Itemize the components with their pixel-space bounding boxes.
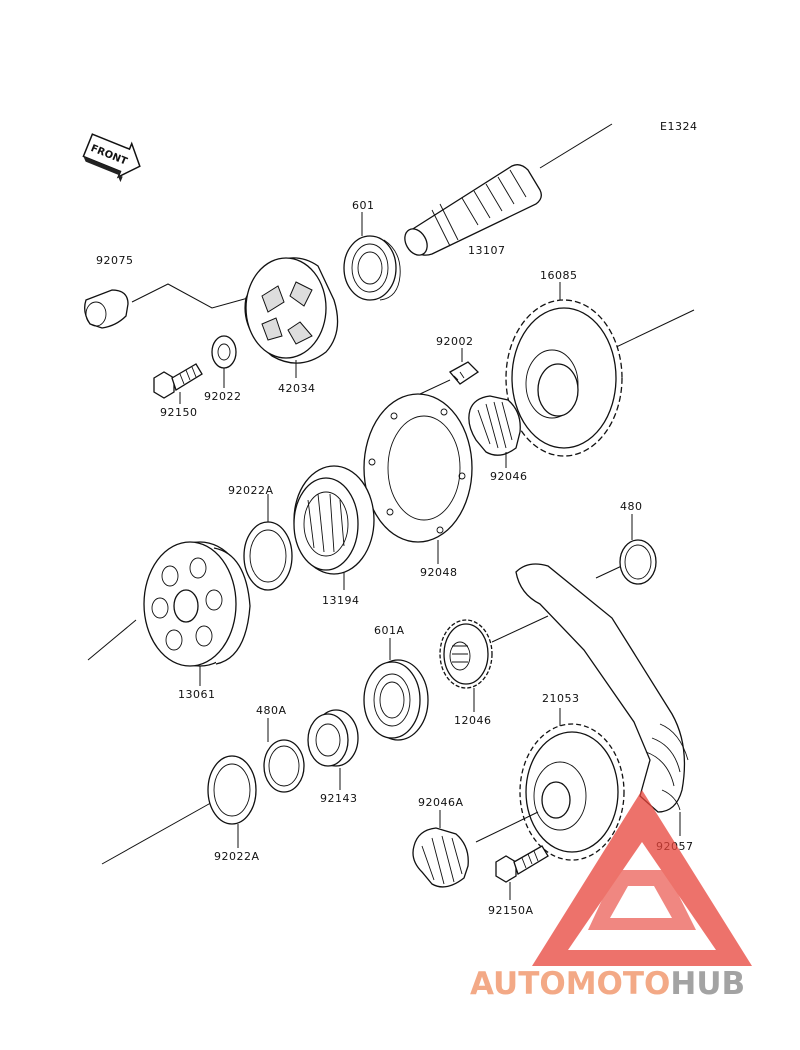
label-42034: 42034 — [278, 382, 316, 395]
label-92075: 92075 — [96, 254, 134, 267]
label-92022a-top: 92022A — [228, 484, 274, 497]
shaft-13107 — [404, 123, 613, 256]
label-92150a: 92150A — [488, 904, 534, 917]
washer-92022 — [211, 335, 237, 388]
label-13107: 13107 — [468, 244, 506, 257]
watermark-text: AUTOMOTOHUB — [470, 966, 745, 1002]
needle-bearing-92046a — [412, 810, 469, 888]
one-way-clutch-13194 — [293, 465, 375, 590]
label-12046: 12046 — [454, 714, 492, 727]
collar-92143 — [307, 709, 359, 790]
watermark-part2: HUB — [670, 966, 745, 1002]
label-21053: 21053 — [542, 692, 580, 705]
diagram-code: E1324 — [660, 120, 697, 133]
label-13061: 13061 — [178, 688, 216, 701]
label-92143: 92143 — [320, 792, 358, 805]
label-92046: 92046 — [490, 470, 528, 483]
label-13194: 13194 — [322, 594, 360, 607]
label-92002: 92002 — [436, 335, 474, 348]
washer-92022a-top — [243, 494, 293, 591]
bolt-92150a — [495, 845, 549, 900]
label-92022a-bottom: 92022A — [214, 850, 260, 863]
label-480: 480 — [620, 500, 643, 513]
watermark-logo-icon — [532, 790, 752, 966]
key-92075 — [84, 283, 249, 329]
plate-92048 — [363, 393, 473, 564]
label-601a: 601A — [374, 624, 405, 637]
needle-bearing-92046 — [468, 395, 521, 468]
bearing-601a — [363, 638, 429, 741]
circlip-480a — [263, 718, 305, 793]
label-601: 601 — [352, 199, 375, 212]
chain-92057 — [515, 563, 689, 836]
label-92048: 92048 — [420, 566, 458, 579]
bearing-601 — [343, 212, 401, 301]
watermark-part1: AUTOMOTO — [470, 966, 670, 1002]
label-16085: 16085 — [540, 269, 578, 282]
label-92022: 92022 — [204, 390, 242, 403]
front-arrow-icon: FRONT — [82, 133, 141, 183]
label-92046a: 92046A — [418, 796, 464, 809]
gear-16085 — [505, 282, 695, 457]
washer-92022a-bottom — [101, 755, 257, 865]
sprocket-12046 — [439, 615, 549, 712]
bolt-92150 — [153, 363, 203, 404]
clutch-gear-42034 — [244, 257, 339, 378]
circlip-480 — [595, 514, 657, 585]
screw-92002 — [419, 348, 480, 395]
hub-13061 — [87, 541, 251, 686]
label-92150: 92150 — [160, 406, 198, 419]
sprocket-21053 — [475, 708, 625, 861]
label-480a: 480A — [256, 704, 287, 717]
